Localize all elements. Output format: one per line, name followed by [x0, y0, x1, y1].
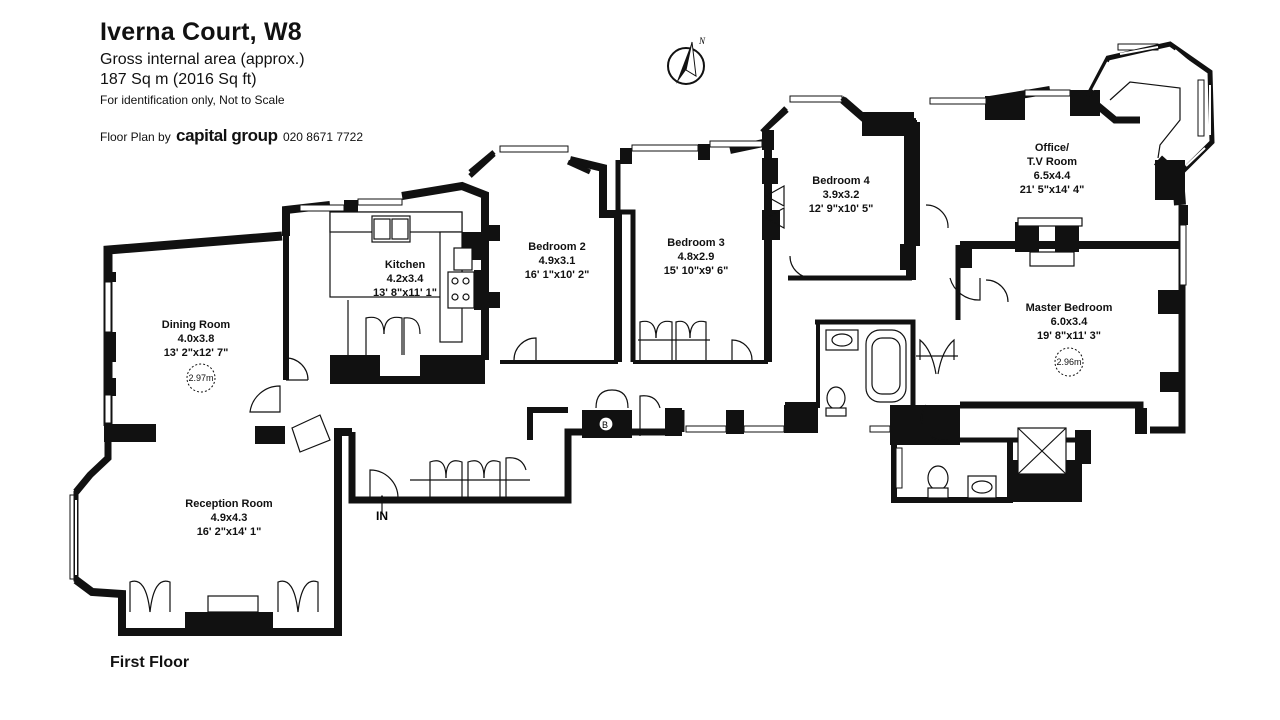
- floor-label: First Floor: [110, 654, 190, 671]
- room-metric: 6.0x3.4: [1051, 316, 1089, 328]
- room-name: Office/: [1035, 142, 1069, 154]
- boiler-marker: B: [598, 416, 614, 432]
- office-bay-outline: [1109, 81, 1181, 159]
- room-imperial: 15' 10"x9' 6": [664, 265, 729, 277]
- credit-prefix: Floor Plan by: [100, 130, 171, 144]
- room-name: Master Bedroom: [1026, 302, 1113, 314]
- entrance-label: IN: [376, 509, 388, 523]
- entrance-marker: IN: [376, 494, 388, 523]
- room-metric: 4.2x3.4: [387, 273, 425, 285]
- room-name: Dining Room: [162, 319, 231, 331]
- room-metric: 4.8x2.9: [678, 251, 715, 263]
- boiler-label: B: [602, 420, 608, 430]
- room-dining: Dining Room 4.0x3.8 13' 2"x12' 7": [162, 319, 231, 359]
- fireplaces: [1017, 217, 1083, 267]
- room-name: Kitchen: [385, 259, 426, 271]
- room-bedroom-4: Bedroom 4 3.9x3.2 12' 9"x10' 5": [809, 175, 874, 215]
- property-title: Iverna Court, W8: [100, 18, 302, 46]
- room-metric: 3.9x3.2: [823, 189, 860, 201]
- room-name: Reception Room: [185, 498, 273, 510]
- credit-phone: 020 8671 7722: [282, 130, 364, 144]
- bathroom-fittings: [825, 329, 1067, 499]
- room-imperial: 13' 2"x12' 7": [164, 347, 229, 359]
- room-name: Bedroom 4: [812, 175, 870, 187]
- room-imperial: 13' 8"x11' 1": [373, 287, 437, 299]
- room-kitchen: Kitchen 4.2x3.4 13' 8"x11' 1": [373, 259, 437, 299]
- kitchen-fittings: [329, 211, 475, 355]
- credit-line: Floor Plan by capital group 020 8671 772…: [100, 126, 363, 146]
- room-reception: Reception Room 4.9x4.3 16' 2"x14' 1": [185, 498, 273, 538]
- area-caption: Gross internal area (approx.): [100, 51, 305, 68]
- room-imperial: 12' 9"x10' 5": [809, 203, 874, 215]
- ceiling-height-master: 2.96m: [1054, 347, 1084, 377]
- compass-north-label: N: [698, 36, 706, 46]
- bay-windows: [73, 41, 1215, 594]
- compass-icon: N: [667, 36, 706, 85]
- room-name: Bedroom 3: [667, 237, 724, 249]
- ceiling-height-dining-label: 2.97m: [188, 373, 213, 383]
- doors: [129, 184, 1009, 613]
- brand-logo: capital group: [176, 126, 278, 145]
- room-imperial: 16' 2"x14' 1": [197, 526, 262, 538]
- room-metric: 4.9x3.1: [539, 255, 576, 267]
- wall-blocks: [104, 90, 1188, 634]
- room-imperial: 19' 8"x11' 3": [1037, 330, 1101, 342]
- room-bedroom-2: Bedroom 2 4.9x3.1 16' 1"x10' 2": [525, 241, 590, 281]
- bay-window-glazing: [75, 46, 1211, 575]
- room-metric: 4.0x3.8: [178, 333, 215, 345]
- room-imperial: 16' 1"x10' 2": [525, 269, 590, 281]
- room-metric: 6.5x4.4: [1034, 170, 1072, 182]
- size-caption: 187 Sq m (2016 Sq ft): [100, 71, 257, 88]
- room-name-line-2: T.V Room: [1027, 156, 1077, 168]
- room-master-bedroom: Master Bedroom 6.0x3.4 19' 8"x11' 3": [1026, 302, 1113, 342]
- ceiling-height-master-label: 2.96m: [1056, 357, 1081, 367]
- ceiling-height-dining: 2.97m: [186, 363, 216, 393]
- room-metric: 4.9x4.3: [211, 512, 248, 524]
- room-office: Office/ T.V Room 6.5x4.4 21' 5"x14' 4": [1020, 142, 1085, 196]
- windows: [69, 43, 1205, 580]
- room-name: Bedroom 2: [528, 241, 585, 253]
- walls: [73, 86, 1186, 636]
- room-bedroom-3: Bedroom 3 4.8x2.9 15' 10"x9' 6": [664, 237, 729, 277]
- disclaimer: For identification only, Not to Scale: [100, 93, 285, 107]
- room-imperial: 21' 5"x14' 4": [1020, 184, 1085, 196]
